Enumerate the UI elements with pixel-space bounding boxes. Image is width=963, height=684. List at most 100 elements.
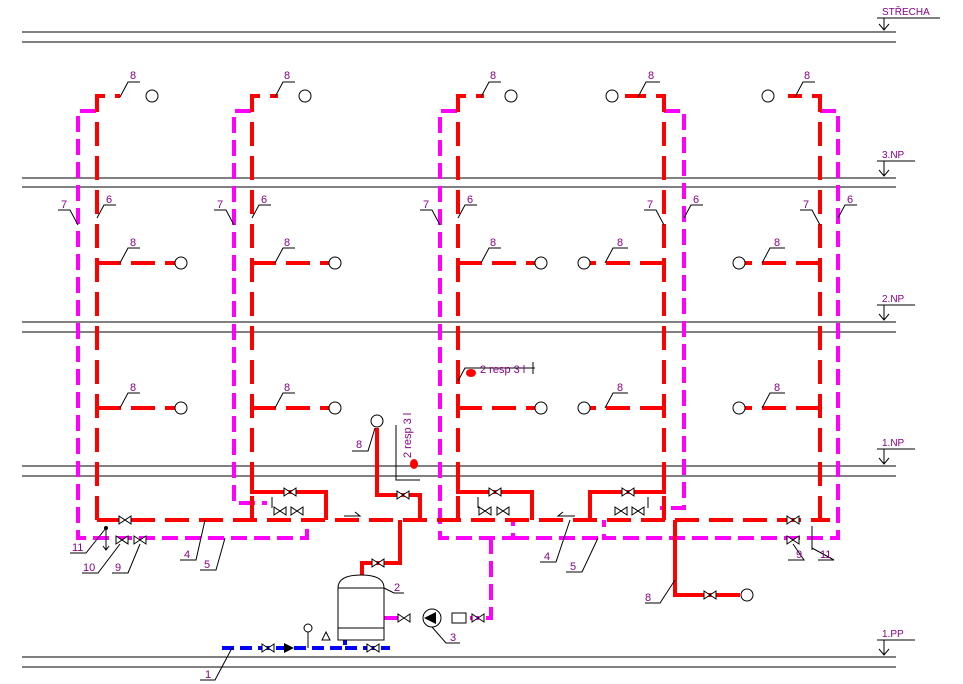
valve-symbol (786, 515, 800, 525)
valve-symbol (703, 590, 717, 600)
label-outlet: 8 (774, 237, 780, 249)
outlet-tap (740, 588, 754, 602)
valve-symbol (366, 643, 380, 653)
label-outlet: 8 (490, 70, 496, 82)
label-hot-main: 4 (544, 551, 550, 563)
label-outlet: 8 (804, 70, 810, 82)
outlet-tap (298, 89, 312, 103)
level-marker-1np: 1.NP (877, 438, 915, 465)
valve-symbol (496, 506, 510, 516)
valve-symbol (621, 487, 635, 497)
valve-symbol (290, 506, 304, 516)
flow-arrows (102, 497, 813, 551)
water-heater-tank (337, 574, 385, 641)
label-outlet: 8 (617, 382, 623, 394)
label-valve-9: 9 (796, 549, 802, 561)
level-marker-2np: 2.NP (877, 294, 915, 321)
level-marker-roof: STŘECHA (877, 5, 940, 31)
valves (115, 487, 800, 653)
label-outlet: 8 (648, 70, 654, 82)
valve-symbol (631, 506, 645, 516)
valve-symbol (273, 506, 287, 516)
valve-symbol (118, 515, 132, 525)
label-outlet: 8 (617, 237, 623, 249)
outlet-tap (145, 89, 159, 103)
outlet-tap (534, 401, 548, 415)
outlet-tap (370, 414, 384, 428)
label-outlet: 8 (130, 382, 136, 394)
labels: 8 8 8 8 8 8 8 8 8 8 8 8 8 8 8 8 6 6 6 6 … (61, 70, 853, 681)
label-heater: 2 (394, 582, 400, 594)
level-marker-3np: 3.NP (877, 150, 915, 177)
level-marker-1pp: 1.PP (877, 629, 915, 656)
label-hot-riser: 6 (467, 194, 473, 206)
valve-symbol (133, 535, 147, 545)
leader-lines (58, 81, 857, 681)
level-label-3np: 3.NP (882, 150, 905, 161)
label-outlet: 8 (130, 70, 136, 82)
valve-symbol (396, 490, 410, 500)
outlet-tap (174, 401, 188, 415)
valve-symbol (261, 643, 275, 653)
outlet-tap (577, 256, 591, 270)
label-hot-riser: 6 (261, 194, 267, 206)
outlet-tap (732, 256, 746, 270)
label-valve-11: 11 (820, 549, 831, 561)
valve-symbol (397, 613, 411, 623)
label-valve-11: 11 (72, 542, 83, 554)
label-outlet: 8 (284, 237, 290, 249)
valve-symbol (371, 558, 385, 568)
riser-note-right: 2 resp 3 l (480, 364, 525, 376)
level-label-roof: STŘECHA (882, 5, 930, 18)
label-circ-riser: 7 (647, 199, 653, 211)
label-outlet: 8 (284, 382, 290, 394)
outlet-tap (328, 401, 342, 415)
label-circ-main: 5 (204, 559, 210, 571)
level-label-1np: 1.NP (882, 438, 905, 449)
valve-symbol (786, 535, 800, 545)
label-outlet: 8 (645, 592, 651, 604)
label-hot-riser: 6 (106, 194, 112, 206)
outlet-tap (504, 89, 518, 103)
cold-fittings (284, 623, 331, 653)
label-valve-10: 10 (83, 562, 95, 574)
label-outlet: 8 (774, 382, 780, 394)
riser-note-left: 2 resp 3 l (402, 413, 414, 458)
hot-water-piping (95, 94, 830, 597)
annotation-dot (466, 369, 476, 377)
outlet-tap (174, 256, 188, 270)
circulation-pump (422, 608, 467, 628)
label-outlet: 8 (490, 237, 496, 249)
label-outlet: 8 (356, 439, 362, 451)
label-valve-9: 9 (115, 562, 121, 574)
valve-symbol (283, 487, 297, 497)
label-cold-inlet: 1 (205, 669, 211, 681)
level-label-2np: 2.NP (882, 294, 905, 305)
outlet-tap (534, 256, 548, 270)
outlet-tap (732, 401, 746, 415)
valve-symbol (115, 535, 129, 545)
valve-symbol (478, 506, 492, 516)
outlet-tap (328, 256, 342, 270)
valve-symbol (488, 487, 502, 497)
label-circ-riser: 7 (423, 199, 429, 211)
label-outlet: 8 (284, 70, 290, 82)
label-hot-main: 4 (184, 549, 190, 561)
annotation-dot (410, 459, 418, 469)
label-circ-main: 5 (570, 561, 576, 573)
label-outlet: 8 (130, 237, 136, 249)
outlet-tap (577, 401, 591, 415)
outlets (145, 89, 775, 602)
level-label-1pp: 1.PP (882, 629, 904, 640)
label-hot-riser: 6 (847, 194, 853, 206)
valve-symbol (471, 613, 485, 623)
label-circ-riser: 7 (217, 199, 223, 211)
valve-symbol (614, 506, 628, 516)
outlet-tap (761, 89, 775, 103)
label-circ-riser: 7 (61, 199, 67, 211)
outlet-tap (605, 89, 619, 103)
label-circ-riser: 7 (803, 199, 809, 211)
label-pump: 3 (450, 632, 456, 644)
label-hot-riser: 6 (693, 194, 699, 206)
